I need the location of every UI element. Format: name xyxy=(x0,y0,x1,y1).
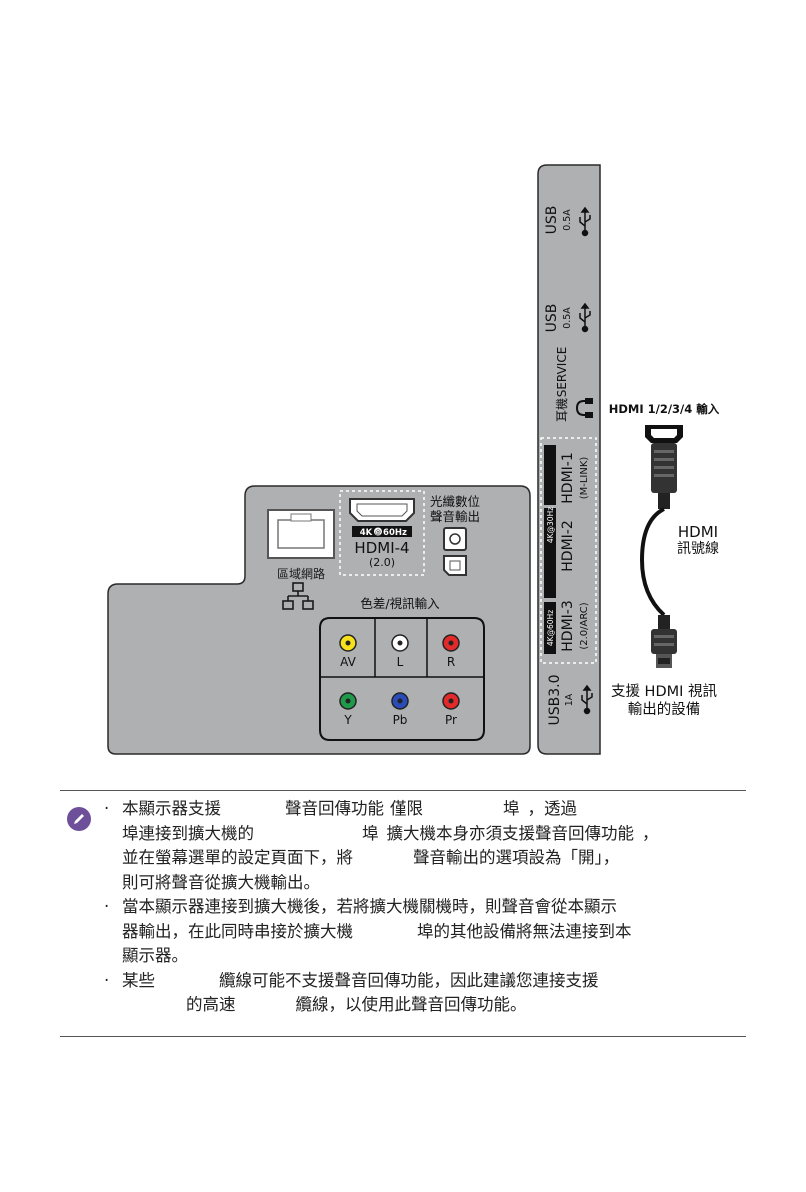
hdmi2-badge: 4K@30Hz xyxy=(546,507,555,543)
audio-jack-red xyxy=(442,634,460,652)
hdmi3-sub: (2.0/ARC) xyxy=(579,602,590,649)
hdmi4-badge-hz: 60Hz xyxy=(383,528,407,538)
usb-icon xyxy=(579,302,591,333)
audio-jack-white xyxy=(391,634,409,652)
y-label: Y xyxy=(343,713,352,727)
av-jack-yellow xyxy=(339,634,357,652)
hdmi4-badge-4k: 4K xyxy=(360,528,373,538)
usb3-rating: 1A xyxy=(564,693,575,706)
network-icon xyxy=(282,582,314,610)
hdmi4-port-icon xyxy=(349,498,415,522)
hdmi1-label: HDMI-1 xyxy=(560,452,576,503)
usb-icon xyxy=(581,684,593,715)
hdmi4-sub: (2.0) xyxy=(369,556,395,569)
lan-label: 區域網路 xyxy=(277,566,325,581)
av-jack-panel xyxy=(319,617,485,741)
headphone-icon xyxy=(575,398,593,418)
pb-label: Pb xyxy=(393,713,408,727)
hdmi2-label: HDMI-2 xyxy=(560,520,576,571)
usb3-label: USB3.0 xyxy=(547,674,563,725)
component-jack-blue xyxy=(391,692,409,710)
cable-label-2: 訊號線 xyxy=(677,541,719,557)
device-label-1: 支援 HDMI 視訊 xyxy=(611,683,718,700)
usb1-label: USB xyxy=(544,206,560,235)
hdmi-cable xyxy=(639,425,683,668)
l-label: L xyxy=(397,655,404,669)
service-label: SERVICE xyxy=(555,347,569,398)
hdmi-group-highlight xyxy=(540,437,597,664)
av-label: AV xyxy=(340,655,356,669)
optical-label-1: 光纖數位 xyxy=(430,494,480,509)
cable-label-1: HDMI xyxy=(678,523,718,541)
usb1-rating: 0.5A xyxy=(562,209,573,231)
connection-diagram: 區域網路 4K @ 60Hz HDMI-4 (2.0) 光纖數位 聲音輸出 色差… xyxy=(107,164,720,755)
usb2-label: USB xyxy=(544,304,560,333)
optical-label-2: 聲音輸出 xyxy=(430,509,480,524)
component-jack-red xyxy=(442,692,460,710)
r-label: R xyxy=(447,655,455,669)
pr-label: Pr xyxy=(445,713,457,727)
hdmi-input-label: HDMI 1/2/3/4 輸入 xyxy=(609,402,720,416)
hdmi4-label: HDMI-4 xyxy=(354,539,409,557)
hdmi4-highlight xyxy=(339,490,425,576)
device-label-2: 輸出的設備 xyxy=(628,701,701,718)
svg-text:@: @ xyxy=(375,529,381,536)
usb-icon xyxy=(579,206,591,237)
optical-port xyxy=(443,527,467,576)
component-jack-green xyxy=(339,692,357,710)
headphone-label: 耳機 xyxy=(554,398,569,422)
pencil-icon xyxy=(67,807,91,831)
hdmi1-sub: (M-LINK) xyxy=(579,457,590,500)
note-item: 當本顯示器連接到擴大機後，若將擴大機關機時，則聲音會從本顯示 器輸出，在此同時串… xyxy=(104,895,744,969)
component-label: 色差/視訊輸入 xyxy=(360,596,440,611)
hdmi3-label: HDMI-3 xyxy=(560,600,576,651)
usb2-rating: 0.5A xyxy=(562,307,573,329)
lan-port xyxy=(267,509,335,559)
hdmi3-badge: 4K@60Hz xyxy=(546,610,555,646)
